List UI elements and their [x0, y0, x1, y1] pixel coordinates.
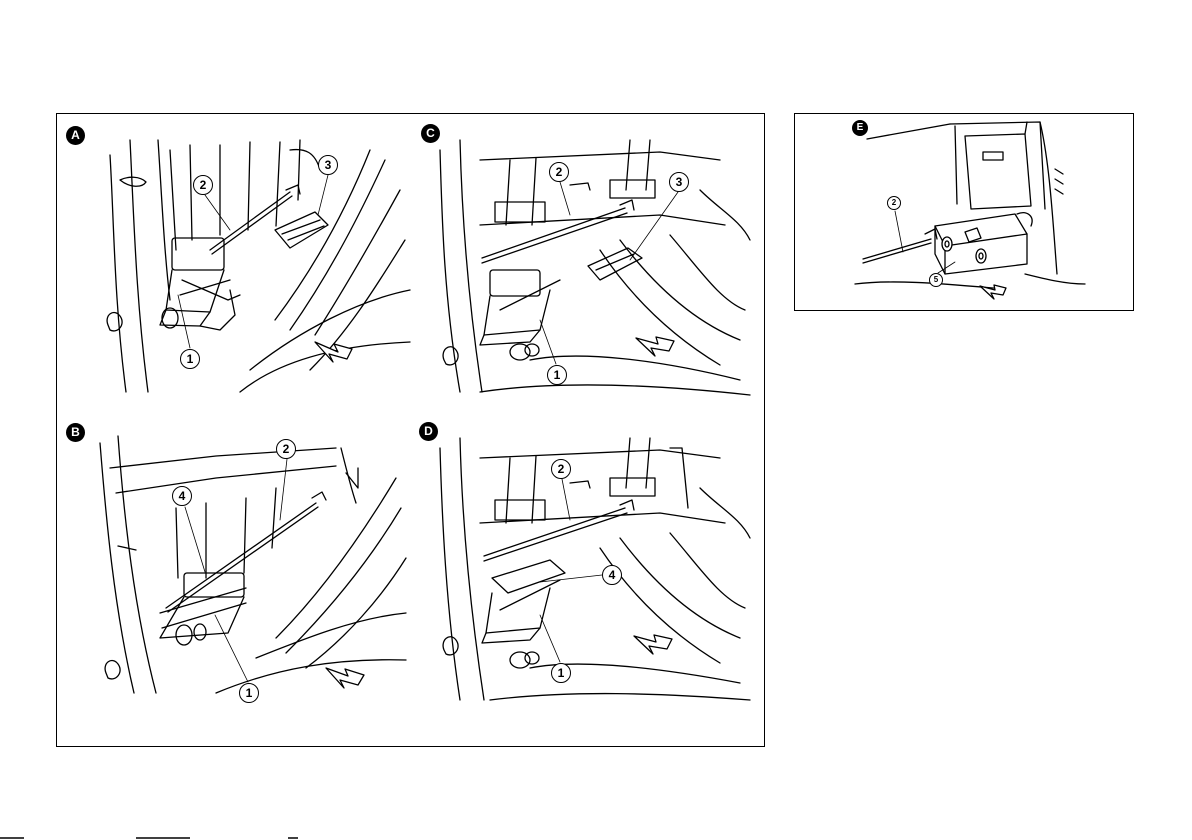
- bottom-edge-marks: [0, 834, 320, 840]
